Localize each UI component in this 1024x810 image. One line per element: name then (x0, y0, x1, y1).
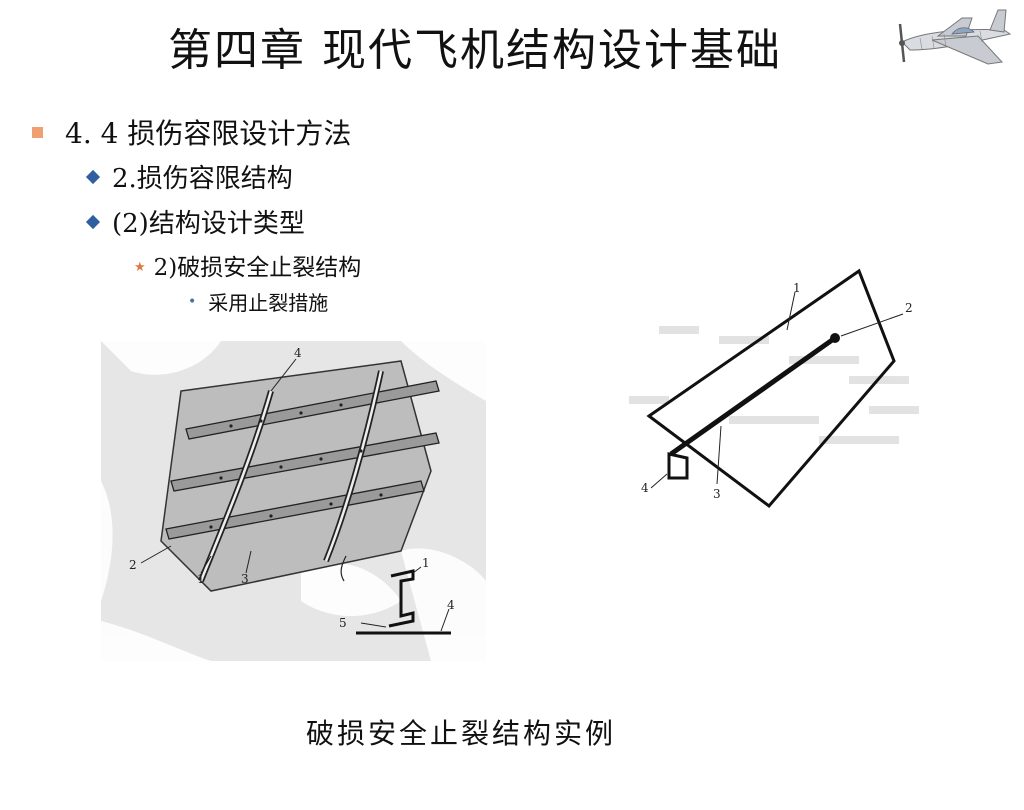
bullet-text: 2.损伤容限结构 (112, 164, 293, 194)
figure-label: 3 (241, 572, 249, 586)
bullet-text: (2)结构设计类型 (112, 209, 305, 239)
bullet-level4: • 采用止裂措施 (188, 287, 328, 316)
crack-stopper-figure: 1 2 4 3 (609, 266, 935, 521)
square-bullet-icon (32, 127, 43, 138)
slide-title: 第四章 现代飞机结构设计基础 (168, 25, 782, 76)
diamond-bullet-icon (85, 169, 101, 185)
figure-caption: 破损安全止裂结构实例 (306, 717, 617, 750)
figure-label: 4 (641, 481, 649, 495)
star-bullet-icon: ★ (134, 259, 146, 275)
figure-label: 4 (294, 346, 302, 360)
diamond-bullet-icon (85, 214, 101, 230)
figure-label: 5 (339, 616, 347, 630)
figure-label: 3 (713, 487, 721, 501)
figure-label: 1 (793, 281, 801, 295)
bullet-text: 4. 4 损伤容限设计方法 (65, 117, 352, 150)
bullet-level2: (2)结构设计类型 (84, 203, 305, 240)
figure-label: 2 (129, 558, 137, 572)
figure-label: 1 (422, 556, 430, 570)
airplane-icon (898, 9, 1012, 65)
figure-label: 4 (447, 598, 455, 612)
bullet-level3: ★ 2)破损安全止裂结构 (134, 248, 361, 282)
bullet-level2: 2.损伤容限结构 (84, 158, 293, 195)
stiffened-panel-figure: 4 2 1 3 1 5 4 (101, 341, 486, 661)
bullet-text: 采用止裂措施 (208, 291, 329, 315)
figure-label: 1 (197, 572, 205, 586)
bullet-level1: 4. 4 损伤容限设计方法 (32, 112, 351, 152)
bullet-text: 2)破损安全止裂结构 (153, 255, 362, 281)
dot-bullet-icon: • (188, 293, 197, 310)
figure-label: 2 (905, 301, 913, 315)
